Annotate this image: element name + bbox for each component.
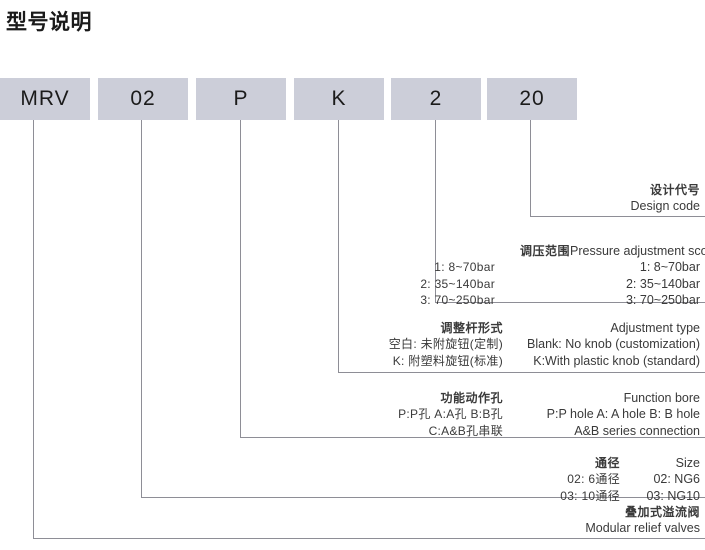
adjustment-type-heading-row: 调整杆形式 Adjustment type	[318, 320, 700, 336]
size-cn-option-2: 03: 10通径	[560, 488, 620, 503]
callout-size: 通径 Size 02: 6通径 02: NG6 03: 10通径 03: NG1…	[528, 455, 700, 504]
adjustment-type-en-option-1: Blank: No knob (customization)	[527, 337, 700, 352]
function-bore-cn-option-1: P:P孔 A:A孔 B:B孔	[398, 407, 503, 422]
callout-series: 叠加式溢流阀 Modular relief valves	[585, 505, 700, 536]
leader-vertical-series	[33, 120, 34, 538]
pressure-scope-row-2: 2: 35~140bar 2: 35~140bar	[345, 276, 700, 292]
size-heading-row: 通径 Size	[528, 455, 700, 471]
design-code-cn-label: 设计代号	[649, 183, 700, 197]
function-bore-row-1: P:P孔 A:A孔 B:B孔 P:P hole A: A hole B: B h…	[318, 406, 700, 422]
callout-adjustment-type: 调整杆形式 Adjustment type 空白: 未附旋钮(定制) Blank…	[318, 320, 700, 369]
code-box-series: MRV	[0, 78, 90, 120]
size-cn-option-1: 02: 6通径	[567, 472, 620, 487]
page-title: 型号说明	[6, 11, 92, 34]
leader-horizontal-design-code	[530, 216, 705, 217]
code-box-function-bore: P	[196, 78, 286, 120]
function-bore-en-label: Function bore	[623, 391, 700, 405]
pressure-scope-en-label: Pressure adjustment scope	[570, 244, 705, 258]
design-code-en-label: Design code	[630, 199, 701, 214]
adjustment-type-en-label: Adjustment type	[610, 321, 700, 335]
adjustment-type-row-1: 空白: 未附旋钮(定制) Blank: No knob (customizati…	[318, 336, 700, 352]
adjustment-type-cn-label: 调整杆形式	[440, 321, 503, 335]
pressure-scope-en-option-1: 1: 8~70bar	[639, 260, 700, 275]
code-box-pressure-scope: 2	[391, 78, 481, 120]
function-bore-cn-option-2: C:A&B孔串联	[428, 423, 503, 438]
function-bore-en-option-2: A&B series connection	[574, 423, 700, 438]
adjustment-type-cn-option-2: K: 附塑料旋钮(标准)	[392, 353, 503, 368]
pressure-scope-cn-option-1: 1: 8~70bar	[434, 260, 495, 275]
function-bore-heading-row: 功能动作孔 Function bore	[318, 390, 700, 406]
function-bore-cn-label: 功能动作孔	[440, 391, 503, 405]
pressure-scope-row-1: 1: 8~70bar 1: 8~70bar	[345, 259, 700, 275]
pressure-scope-cn-option-3: 3: 70~250bar	[420, 293, 495, 308]
size-row-1: 02: 6通径 02: NG6	[528, 471, 700, 487]
pressure-scope-row-3: 3: 70~250bar 3: 70~250bar	[345, 292, 700, 308]
leader-horizontal-adjustment-type	[338, 372, 705, 373]
adjustment-type-row-2: K: 附塑料旋钮(标准) K:With plastic knob (standa…	[318, 353, 700, 369]
code-box-size: 02	[98, 78, 188, 120]
model-code-row: MRV 02 P K 2 20	[0, 78, 705, 120]
leader-horizontal-series	[33, 538, 705, 539]
series-cn-label: 叠加式溢流阀	[624, 505, 700, 519]
pressure-scope-cn-label: 调压范围	[519, 244, 570, 258]
adjustment-type-cn-option-1: 空白: 未附旋钮(定制)	[388, 337, 503, 352]
function-bore-row-2: C:A&B孔串联 A&B series connection	[318, 423, 700, 439]
code-box-adjustment-type: K	[294, 78, 384, 120]
function-bore-en-option-1: P:P hole A: A hole B: B hole	[546, 407, 700, 422]
adjustment-type-en-option-2: K:With plastic knob (standard)	[533, 353, 700, 368]
size-en-label: Size	[675, 456, 700, 470]
code-box-design-code: 20	[487, 78, 577, 120]
callout-design-code: 设计代号 Design code	[631, 183, 701, 214]
pressure-scope-heading-row: 调压范围 Pressure adjustment scope	[345, 243, 705, 259]
callout-pressure-scope: 调压范围 Pressure adjustment scope 1: 8~70ba…	[345, 243, 705, 308]
size-en-option-2: 03: NG10	[646, 488, 700, 503]
pressure-scope-en-option-3: 3: 70~250bar	[625, 293, 700, 308]
leader-vertical-design-code	[530, 120, 531, 216]
pressure-scope-cn-option-2: 2: 35~140bar	[420, 276, 495, 291]
leader-vertical-function-bore	[240, 120, 241, 437]
callout-function-bore: 功能动作孔 Function bore P:P孔 A:A孔 B:B孔 P:P h…	[318, 390, 700, 439]
series-en-label: Modular relief valves	[585, 521, 700, 536]
size-en-option-1: 02: NG6	[653, 472, 700, 487]
size-row-2: 03: 10通径 03: NG10	[528, 488, 700, 504]
pressure-scope-en-option-2: 2: 35~140bar	[625, 276, 700, 291]
size-cn-label: 通径	[594, 456, 620, 470]
leader-vertical-size	[141, 120, 142, 497]
